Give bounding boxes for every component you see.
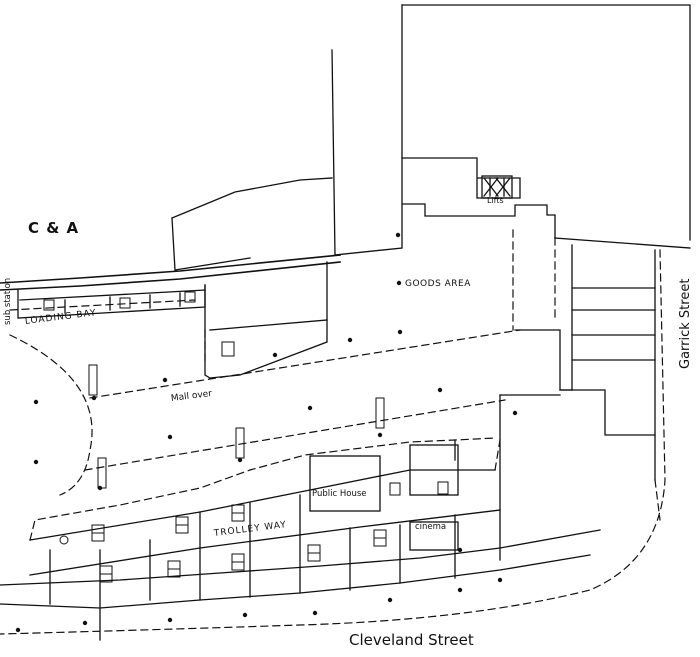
- goods-area-north-wall: [401, 203, 556, 239]
- shop-fixtures: [43, 291, 449, 583]
- north-buildings: [171, 4, 691, 271]
- label-goods-area: GOODS AREA: [405, 279, 471, 289]
- label-cinema: cinema: [415, 522, 447, 532]
- label-public-house: Public House: [312, 489, 367, 499]
- column-dots: [15, 232, 518, 633]
- label-sub-station: sub station: [3, 277, 13, 325]
- east-building: [499, 237, 691, 561]
- lifts-block: [481, 175, 513, 199]
- label-garrick-street: Garrick Street: [678, 278, 693, 369]
- label-c-and-a: C & A: [28, 219, 80, 237]
- label-cleveland-street: Cleveland Street: [349, 631, 474, 649]
- dashed-lines: [0, 229, 666, 635]
- building-edge-double-line: [0, 254, 341, 291]
- label-lifts: Lifts: [487, 196, 504, 205]
- south-shops: [0, 439, 601, 641]
